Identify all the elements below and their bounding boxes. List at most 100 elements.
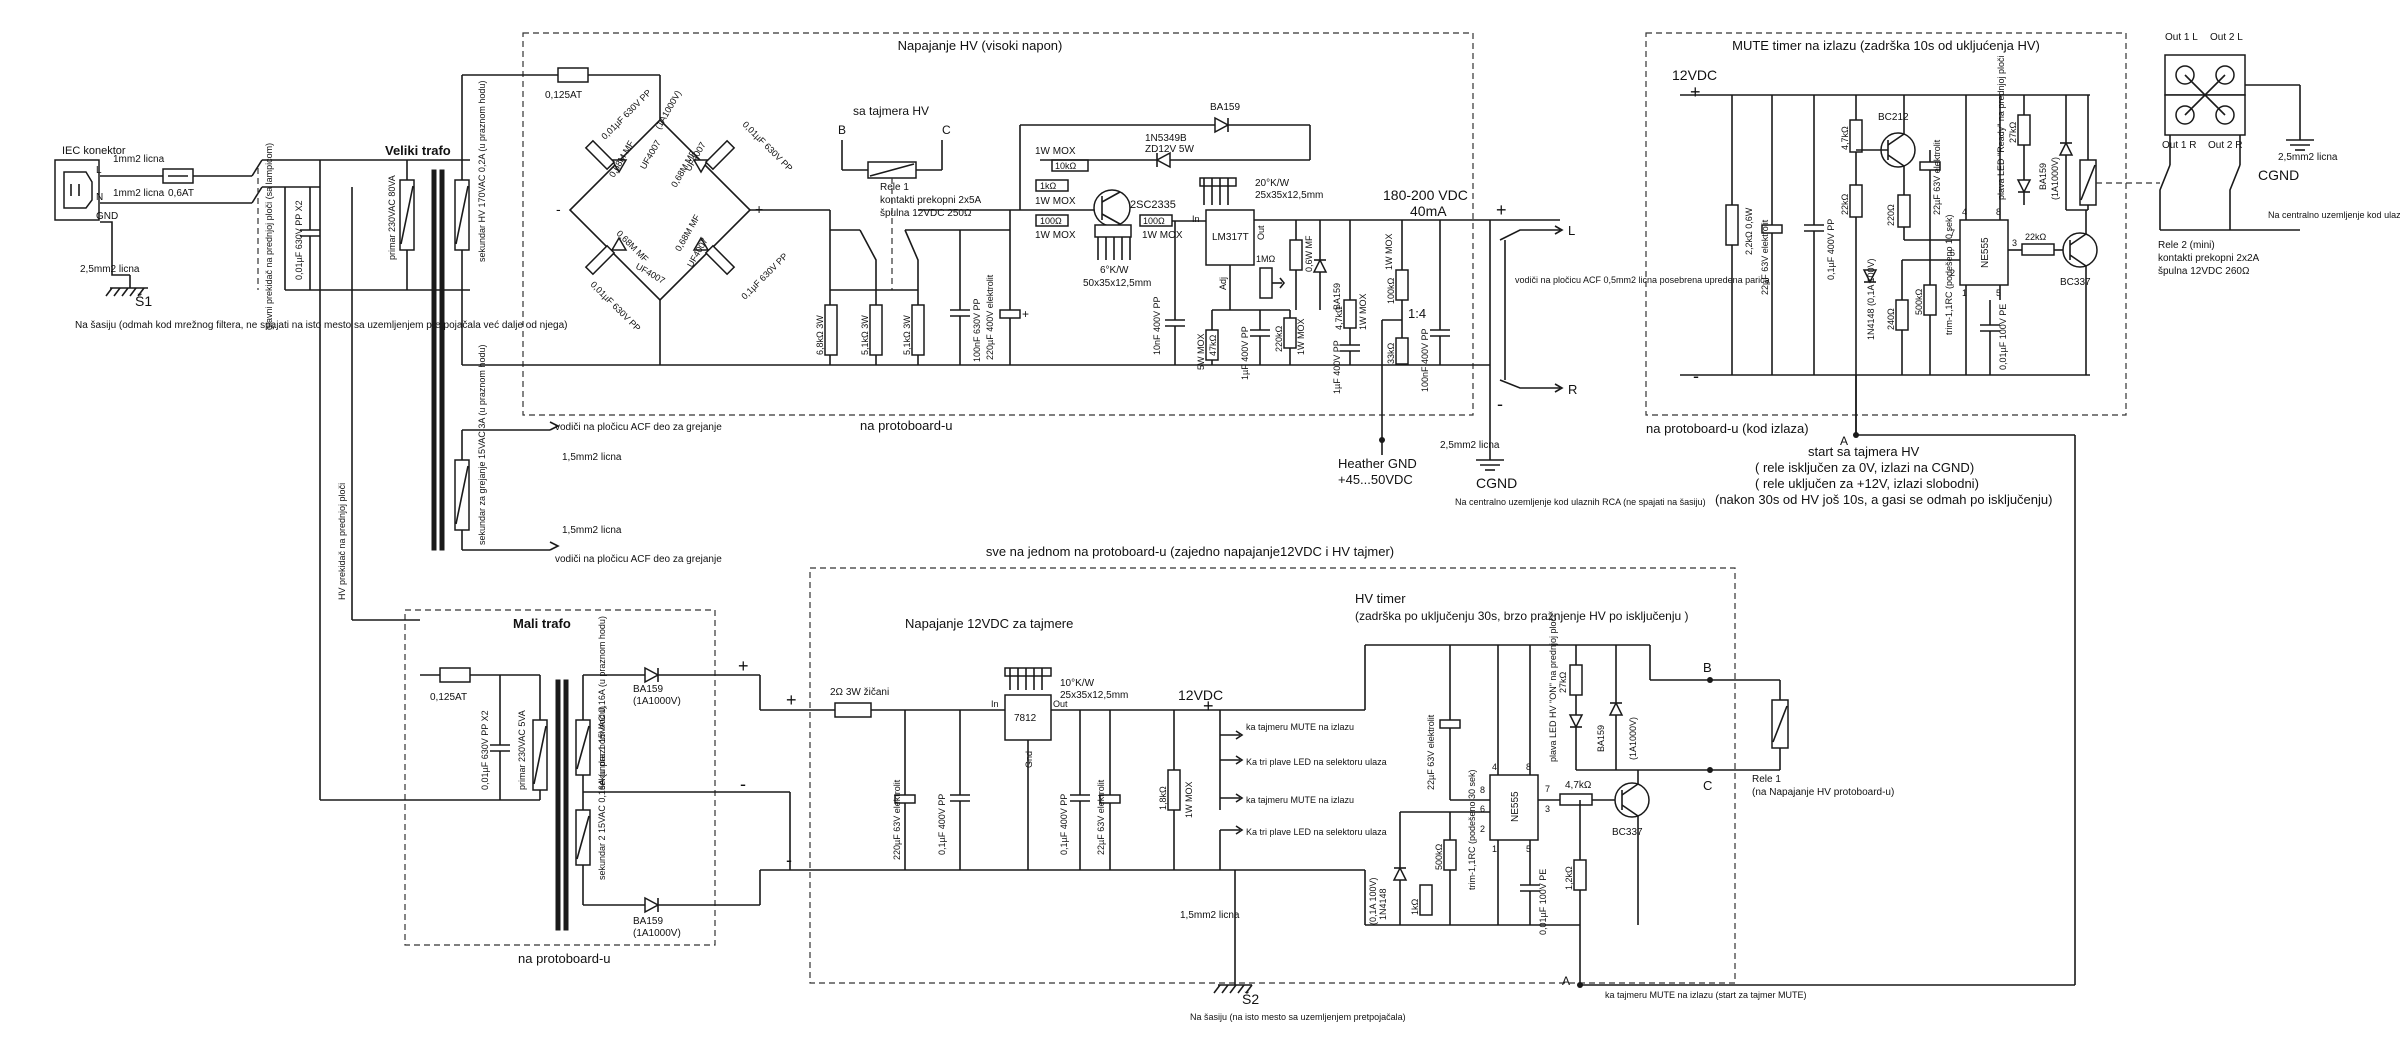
mute-trim-label: trim-1,1RC (podešeno 10 sek): [1944, 214, 1954, 335]
ratio-label: 1:4: [1408, 306, 1426, 321]
s12-out-plus: +: [1203, 696, 1214, 716]
bridge-cap-ll: 0,01µF 630V PP: [589, 279, 643, 333]
iec-connector: [54, 159, 100, 221]
mute-c-01u-label: 0,1µF 400V PP: [1826, 219, 1836, 280]
small-core: [555, 679, 561, 931]
relay2-out2l: Out 2 L: [2210, 32, 2243, 43]
ht-p3: 3: [1545, 804, 1550, 814]
combined-block-border: [809, 567, 1736, 984]
c-220u-label: 220µF 400V elektrolit: [985, 274, 995, 360]
s12-r-mox-label: 1W MOX: [1184, 781, 1194, 818]
mute-ne555-label: NE555: [1980, 237, 1991, 268]
mute-bc337: [2062, 232, 2098, 268]
hv-out-voltage: 180-200 VDC: [1383, 187, 1468, 203]
r-1w-mox-label: 1W MOX: [1296, 318, 1306, 355]
ht-c-22u-label: 22µF 63V elektrolit: [1426, 714, 1436, 790]
small-d1: [644, 666, 660, 684]
heater-bot-wire: 1,5mm2 licna: [562, 525, 622, 536]
heater-bot-note: vodiči na pločicu ACF deo za grejanje: [555, 554, 722, 565]
mute-p3: 3: [2012, 238, 2017, 248]
s12-note-2: Ka tri plave LED na selektoru ulaza: [1246, 757, 1387, 767]
big-trafo-primary-label: primar 230VAC 80VA: [387, 175, 397, 260]
r-6k8: [824, 304, 838, 356]
ht-r-27k-label: 27kΩ: [1558, 671, 1568, 693]
relay2-desc: kontakti prekopni 2x2A: [2158, 253, 2260, 264]
c-220u-plus: +: [1022, 307, 1029, 321]
mute-bc337-label: BC337: [2060, 277, 2091, 288]
hv-block-footer: na protoboard-u: [860, 418, 953, 433]
s12-gnd: Gnd: [1024, 751, 1034, 768]
ht-ba159-note: (1A1000V): [1628, 717, 1638, 760]
mute-trim: [1923, 284, 1937, 316]
r-100k: [1395, 269, 1409, 301]
relay2-cgnd-note: Na centralno uzemljenje kod ulaznih RCA …: [2268, 210, 2400, 220]
s12-c-22u-label: 22µF 63V elektrolit: [1096, 779, 1106, 855]
hv-out-l: L: [1568, 223, 1575, 238]
small-d2: [644, 896, 660, 914]
s12-s2: Š2: [1242, 991, 1259, 1007]
c-1u2-label: 1µF 400V PP: [1332, 340, 1342, 394]
lm317: [1205, 209, 1255, 266]
mute-r-22k: [1849, 184, 1863, 218]
mute-minus: -: [1693, 366, 1699, 386]
ht-r-4k7-label: 4,7kΩ: [1565, 780, 1592, 791]
r-08: [1289, 239, 1303, 271]
ht-mute-note: ka tajmeru MUTE na izlazu (start za tajm…: [1605, 990, 1807, 1000]
bridge-plus: +: [755, 201, 763, 217]
small-minus: -: [740, 774, 746, 794]
small-fuse-label: 0,125AT: [430, 692, 467, 703]
r-5k1b: [911, 304, 925, 356]
zener-hv: [1155, 151, 1171, 169]
bridge-d3: UF4007: [634, 261, 667, 286]
small-d1-label: BA159: [633, 684, 663, 695]
mute-p2: 2: [1950, 268, 1955, 278]
hv-cgnd-note: Na centralno uzemljenje kod ulaznih RCA …: [1455, 497, 1706, 507]
mute-line-1: ( rele isključen za 0V, izlazi na CGND): [1755, 460, 1974, 475]
x2-cap: [300, 187, 320, 290]
mute-c-01u2-label: 0,01µF 100V PE: [1998, 304, 2008, 370]
small-d2-label: BA159: [633, 916, 663, 927]
r-6k8-label: 6,8kΩ 3W: [815, 315, 825, 355]
small-trafo-title: Mali trafo: [513, 616, 571, 631]
mox-mid: 1W MOX: [1035, 196, 1076, 207]
r-08-label: 0,6W MF: [1304, 235, 1314, 272]
s12-r-in-label: 2Ω 3W žičani: [830, 687, 889, 698]
mute-line-3: (nakon 30s od HV još 10s, a gasi se odma…: [1715, 492, 2052, 507]
small-trafo-footer: na protoboard-u: [518, 951, 611, 966]
ht-c-22u: [1439, 719, 1461, 729]
ht-ne555-label: NE555: [1510, 791, 1521, 822]
lm317-adj: Adj: [1218, 277, 1228, 290]
s12-c-220u-label: 220µF 63V elektrolit: [892, 779, 902, 860]
small-cap-label: 0,01µF 630V PP X2: [480, 710, 490, 790]
s12-in: In: [991, 699, 999, 709]
ht-ne555: [1489, 774, 1539, 841]
relay1-desc: kontakti prekopni 2x5A: [880, 195, 982, 206]
s12-s2-note: Na šasiju (na isto mesto sa uzemljenjem …: [1190, 1012, 1406, 1022]
supply-12v-title: Napajanje 12VDC za tajmere: [905, 616, 1073, 631]
zener-2: ZD12V 5W: [1145, 144, 1194, 155]
heatsink-1-size: 50x35x12,5mm: [1083, 278, 1151, 289]
mox-r: 1W MOX: [1142, 230, 1183, 241]
r-4k7-label: 4,7kΩ: [1334, 306, 1344, 330]
relay2-coil: špulna 12VDC 260Ω: [2158, 266, 2250, 277]
r-5w-label: 5W MOX: [1196, 333, 1206, 370]
mute-block-border: [1645, 32, 2127, 416]
small-d1-note: (1A1000V): [633, 696, 681, 707]
r-4k7: [1343, 299, 1357, 329]
hv-out-minus: -: [1497, 394, 1503, 414]
c-100n-label: 100nF 630V PP: [972, 298, 982, 362]
heatsink-2-label: 20°K/W: [1255, 178, 1290, 189]
bridge-minus: -: [556, 201, 561, 217]
big-trafo-primary: [399, 179, 415, 251]
main-switch: [251, 159, 263, 290]
hv-timer-desc: (zadrška po uključenju 30s, brzo pražnje…: [1355, 609, 1689, 623]
mute-p8: 8: [1996, 207, 2001, 217]
relay1-from-timer: sa tajmera HV: [853, 104, 929, 118]
mute-ba159-note: (1A1000V): [2050, 157, 2060, 200]
ba159-hv: [1214, 116, 1230, 134]
ht-r-1k-label: 1kΩ: [1410, 898, 1420, 915]
hv-cgnd: CGND: [1476, 475, 1517, 491]
ht-b: B: [1703, 660, 1712, 675]
mute-r-240-label: 240Ω: [1886, 308, 1896, 330]
mute-d-1n4148: [1862, 269, 1878, 284]
